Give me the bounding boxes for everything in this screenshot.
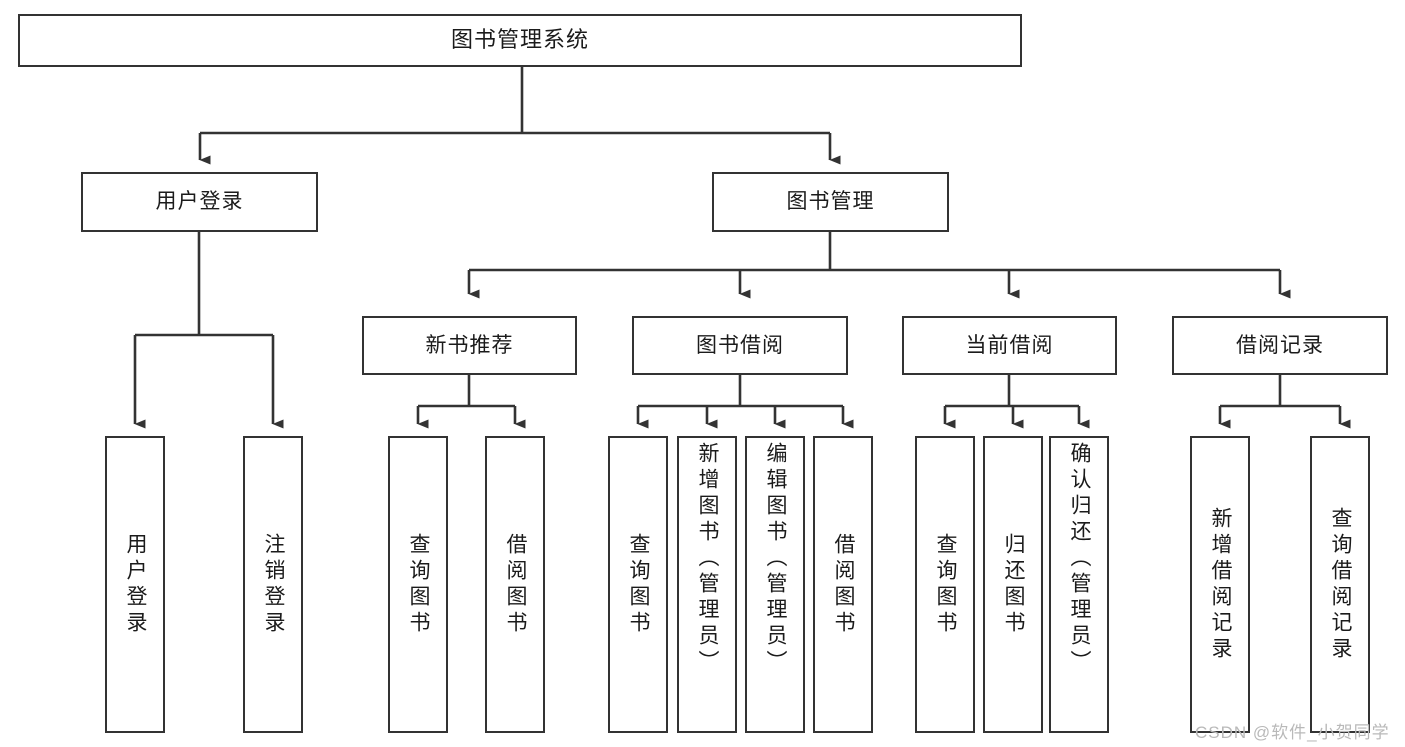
node-book-manage-label: 图书管理 [786, 190, 875, 214]
node-leaf-logout-label: 注销登录 [262, 532, 286, 637]
node-current-borrow-label: 当前借阅 [965, 333, 1054, 357]
node-leaf-return-book-label: 归还图书 [1002, 532, 1026, 637]
node-new-book-rec-label: 新书推荐 [425, 333, 514, 357]
node-user-login[interactable]: 用户登录 [81, 172, 318, 232]
node-leaf-add-book-label: 新增图书（管理员） [696, 442, 720, 676]
node-leaf-add-record[interactable]: 新增借阅记录 [1190, 436, 1250, 733]
node-leaf-query-book-3[interactable]: 查询图书 [915, 436, 975, 733]
node-root-label: 图书管理系统 [450, 27, 589, 53]
node-borrow-record-label: 借阅记录 [1236, 333, 1324, 357]
node-leaf-user-login-label: 用户登录 [124, 532, 148, 637]
node-leaf-query-record-label: 查询借阅记录 [1329, 506, 1353, 663]
node-leaf-confirm-return[interactable]: 确认归还（管理员） [1049, 436, 1109, 733]
node-current-borrow[interactable]: 当前借阅 [902, 316, 1117, 375]
node-leaf-confirm-return-label: 确认归还（管理员） [1068, 442, 1092, 676]
node-leaf-query-book-2[interactable]: 查询图书 [608, 436, 668, 733]
node-leaf-borrow-book-1[interactable]: 借阅图书 [485, 436, 545, 733]
node-leaf-add-book[interactable]: 新增图书（管理员） [677, 436, 737, 733]
node-leaf-logout[interactable]: 注销登录 [243, 436, 303, 733]
node-leaf-borrow-book-2-label: 借阅图书 [832, 532, 856, 637]
node-borrow-record[interactable]: 借阅记录 [1172, 316, 1388, 375]
node-leaf-query-book-2-label: 查询图书 [627, 532, 651, 637]
node-new-book-rec[interactable]: 新书推荐 [362, 316, 577, 375]
node-leaf-query-book-3-label: 查询图书 [934, 532, 958, 637]
node-leaf-query-book-1-label: 查询图书 [407, 532, 431, 637]
node-leaf-query-record[interactable]: 查询借阅记录 [1310, 436, 1370, 733]
node-leaf-edit-book[interactable]: 编辑图书（管理员） [745, 436, 805, 733]
node-leaf-edit-book-label: 编辑图书（管理员） [764, 442, 788, 676]
node-user-login-label: 用户登录 [155, 190, 244, 214]
watermark-text: CSDN @软件_小贺同学 [1195, 723, 1390, 742]
node-leaf-query-book-1[interactable]: 查询图书 [388, 436, 448, 733]
node-leaf-borrow-book-2[interactable]: 借阅图书 [813, 436, 873, 733]
node-book-borrow-label: 图书借阅 [696, 333, 784, 357]
node-leaf-return-book[interactable]: 归还图书 [983, 436, 1043, 733]
node-book-borrow[interactable]: 图书借阅 [632, 316, 848, 375]
node-root[interactable]: 图书管理系统 [18, 14, 1022, 67]
node-leaf-add-record-label: 新增借阅记录 [1209, 506, 1233, 663]
node-book-manage[interactable]: 图书管理 [712, 172, 949, 232]
node-leaf-borrow-book-1-label: 借阅图书 [504, 532, 528, 637]
node-leaf-user-login[interactable]: 用户登录 [105, 436, 165, 733]
